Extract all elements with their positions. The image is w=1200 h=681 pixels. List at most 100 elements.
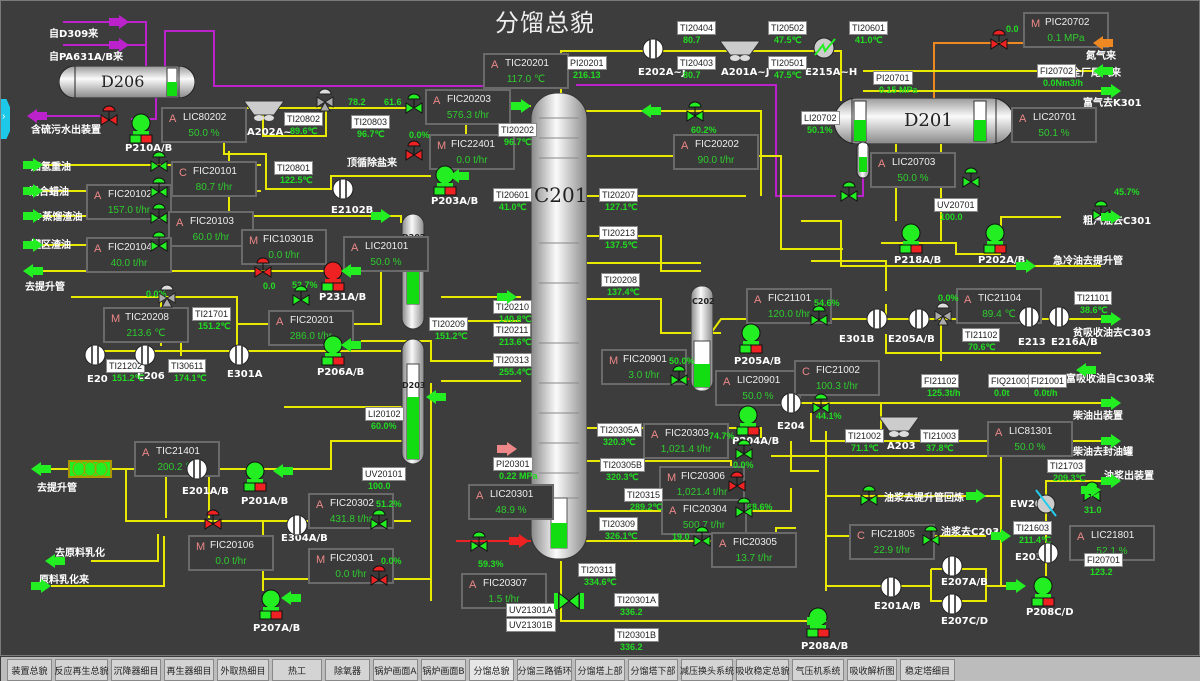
control-valve-icon[interactable]	[405, 140, 423, 162]
indicator-ti21701[interactable]: TI21701	[192, 307, 232, 321]
nav-button-4[interactable]: 再生器细目	[164, 659, 214, 681]
three-way-valve-icon[interactable]	[316, 88, 334, 113]
nav-button-8[interactable]: 锅炉画面A	[373, 659, 418, 681]
control-valve-icon[interactable]	[735, 439, 753, 461]
nav-button-18[interactable]: 稳定塔细目	[900, 659, 955, 681]
indicator-pi20701[interactable]: PI20701	[873, 71, 913, 85]
control-valve-icon[interactable]	[370, 509, 388, 531]
indicator-fiq21001[interactable]: FIQ21001	[988, 374, 1035, 388]
control-valve-icon[interactable]	[254, 257, 272, 279]
indicator-ti20301a[interactable]: TI20301A	[614, 593, 660, 607]
nav-button-14[interactable]: 减压换头系统	[680, 659, 734, 681]
indicator-ti20210[interactable]: TI20210	[493, 300, 533, 314]
nav-button-2[interactable]: 反应再生总貌	[55, 659, 109, 681]
nav-button-12[interactable]: 分馏塔上部	[575, 659, 625, 681]
pump-icon[interactable]	[129, 113, 153, 144]
indicator-pi20201[interactable]: PI20201	[567, 56, 607, 70]
indicator-li20102[interactable]: LI20102	[365, 407, 404, 421]
indicator-ti21703[interactable]: TI21703	[1047, 459, 1087, 473]
control-valve-icon[interactable]	[204, 509, 222, 531]
indicator-ti21002[interactable]: TI21002	[845, 429, 885, 443]
indicator-ti30611[interactable]: TI30611	[168, 359, 207, 373]
control-valve-icon[interactable]	[150, 203, 168, 225]
pump-icon[interactable]	[899, 223, 923, 254]
pump-icon[interactable]	[983, 223, 1007, 254]
indicator-fi21001[interactable]: FI21001	[1028, 374, 1068, 388]
pump-icon[interactable]	[321, 261, 345, 292]
indicator-ti20403[interactable]: TI20403	[677, 56, 717, 70]
indicator-ti20305a[interactable]: TI20305A	[597, 423, 643, 437]
control-valve-icon[interactable]	[922, 525, 940, 547]
control-valve-icon[interactable]	[405, 93, 423, 115]
indicator-ti20213[interactable]: TI20213	[599, 226, 639, 240]
indicator-ti20301b[interactable]: TI20301B	[614, 628, 660, 642]
nav-button-10[interactable]: 分馏总貌	[469, 659, 514, 681]
control-valve-icon[interactable]	[728, 471, 746, 493]
control-valve-icon[interactable]	[735, 497, 753, 519]
indicator-ti20404[interactable]: TI20404	[677, 21, 717, 35]
indicator-fi21102[interactable]: FI21102	[921, 374, 960, 388]
nav-button-3[interactable]: 沉降器细目	[111, 659, 161, 681]
indicator-ti20209[interactable]: TI20209	[429, 317, 469, 331]
nav-button-5[interactable]: 外取热细目	[217, 659, 269, 681]
indicator-li20702[interactable]: LI20702	[801, 111, 840, 125]
control-valve-icon[interactable]	[470, 531, 488, 553]
pump-icon[interactable]	[739, 323, 763, 354]
indicator-ti20309[interactable]: TI20309	[599, 517, 639, 531]
indicator-uv21301a[interactable]: UV21301A	[506, 603, 556, 617]
indicator-ti21603[interactable]: TI21603	[1013, 521, 1053, 535]
nav-button-17[interactable]: 吸收解析图	[847, 659, 897, 681]
indicator-uv20701[interactable]: UV20701	[934, 198, 978, 212]
control-valve-icon[interactable]	[693, 526, 711, 548]
control-valve-icon[interactable]	[812, 393, 830, 415]
control-valve-icon[interactable]	[292, 285, 310, 307]
control-valve-icon[interactable]	[840, 181, 858, 203]
pump-icon[interactable]	[736, 405, 760, 436]
control-valve-icon[interactable]	[962, 167, 980, 189]
control-valve-icon[interactable]	[100, 105, 118, 127]
nav-button-6[interactable]: 热工	[272, 659, 322, 681]
nav-button-16[interactable]: 气压机系统	[792, 659, 844, 681]
control-valve-icon[interactable]	[370, 565, 388, 587]
nav-button-7[interactable]: 除氧器	[325, 659, 370, 681]
indicator-pi20301[interactable]: PI20301	[493, 457, 533, 471]
control-valve-icon[interactable]	[150, 177, 168, 199]
emergency-valve-icon[interactable]	[554, 591, 584, 611]
pump-icon[interactable]	[1031, 576, 1055, 607]
three-way-valve-icon[interactable]	[158, 284, 176, 309]
indicator-ti20802[interactable]: TI20802	[284, 112, 324, 126]
control-valve-icon[interactable]	[860, 485, 878, 507]
indicator-ti20208[interactable]: TI20208	[601, 273, 641, 287]
indicator-ti20305b[interactable]: TI20305B	[600, 458, 646, 472]
indicator-ti21202[interactable]: TI21202	[106, 359, 146, 373]
nav-button-1[interactable]: 装置总貌	[7, 659, 52, 681]
indicator-ti20211[interactable]: TI20211	[493, 323, 532, 337]
control-valve-icon[interactable]	[150, 151, 168, 173]
indicator-fi20701[interactable]: FI20701	[1084, 553, 1124, 567]
indicator-ti21102[interactable]: TI21102	[962, 328, 1001, 342]
indicator-ti20801[interactable]: TI20801	[274, 161, 314, 175]
indicator-ti20601r[interactable]: TI20601	[849, 21, 889, 35]
control-valve-icon[interactable]	[990, 29, 1008, 51]
three-way-valve-icon[interactable]	[934, 302, 952, 327]
control-valve-icon[interactable]	[670, 365, 688, 387]
nav-button-9[interactable]: 锅炉画面B	[421, 659, 466, 681]
indicator-uv20101[interactable]: UV20101	[362, 467, 406, 481]
pump-icon[interactable]	[259, 589, 283, 620]
